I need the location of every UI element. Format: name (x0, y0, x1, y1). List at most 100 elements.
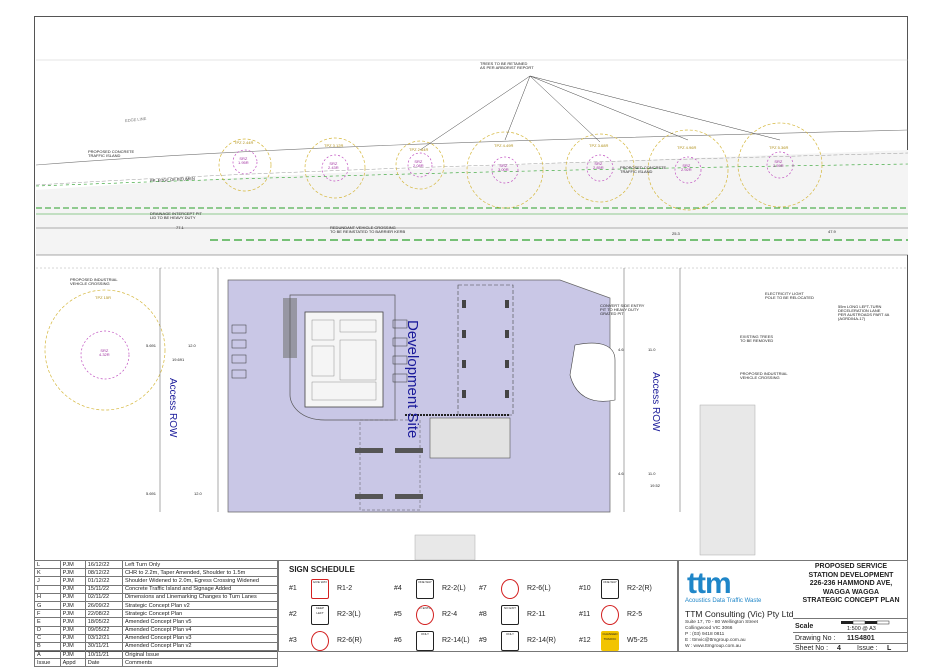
sign-code: R2-3(L) (337, 611, 361, 618)
dimension-label: 47.9 (828, 229, 836, 234)
revision-issue: H (34, 592, 61, 602)
revision-date: 09/05/22 (84, 625, 124, 635)
left-turn-lane-note: 55m LONG LEFT-TURN DECELERATION LANE PER… (838, 304, 890, 321)
revision-comment: Amended Concept Plan v2 (122, 641, 278, 652)
sign-symbol-icon: NO EXIT (501, 605, 519, 625)
sign-number: #10 (579, 585, 591, 592)
sign-code: R2-11 (527, 611, 546, 618)
sign-code: W5-25 (627, 637, 648, 644)
address-line: E : ttmvic@ttmgroup.com.au (685, 638, 746, 643)
tree-tpz-label: TPZ 15R (95, 295, 112, 300)
road-area (36, 150, 908, 255)
sign-code: R2-2(L) (442, 585, 466, 592)
address-line: P : (03) 9418 0811 (685, 632, 725, 637)
access-row-left-label: Access ROW (167, 378, 178, 438)
drawing-no-label: Drawing No : (795, 635, 836, 642)
revision-comment: Strategic Concept Plan (122, 609, 278, 619)
revision-date: 16/12/22 (84, 559, 124, 570)
sign-code: R2-2(R) (627, 585, 652, 592)
revision-approved: PJM (59, 633, 86, 643)
revision-comment: Strategic Concept Plan v2 (122, 600, 278, 611)
fuel-bowsers (462, 300, 509, 398)
tree-tpz-label: TPZ 5.36R (769, 145, 789, 150)
revision-issue: D (34, 625, 61, 635)
tree-tpz-label: TPZ 4.49R (494, 143, 514, 148)
tree-srz-label: SRZ 1.95R (238, 156, 249, 165)
dimension-label: 11.0 (648, 347, 656, 352)
tree-srz-label: SRZ 2.08R (413, 159, 424, 168)
site-plan (35, 59, 909, 560)
revision-approved: PJM (59, 576, 86, 586)
sign-symbol-icon: KEEP LEFT (311, 605, 329, 625)
revision-comment: Original Issue (122, 650, 278, 660)
revision-date: 02/11/22 (84, 592, 124, 602)
revision-issue: E (34, 617, 61, 627)
revision-date: 10/11/21 (84, 650, 124, 660)
revision-approved: PJM (59, 592, 86, 602)
service-station-building (304, 311, 384, 408)
dimension-label: 25.3 (672, 231, 680, 236)
sign-symbol-icon (311, 631, 329, 651)
revision-comment: Amended Concept Plan v3 (122, 633, 278, 643)
dimension-label: 19.52 (650, 483, 661, 488)
sign-number: #4 (394, 585, 402, 592)
sign-number: #6 (394, 637, 402, 644)
road-centreline (35, 152, 909, 186)
revision-approved: PJM (59, 568, 86, 578)
dimension-label: 5.691 (146, 491, 157, 496)
sign-number: #3 (289, 637, 297, 644)
sign-code: R2-14(R) (527, 637, 556, 644)
sign-schedule-title: SIGN SCHEDULE (289, 565, 355, 574)
revision-comment: Amended Concept Plan v5 (122, 617, 278, 627)
scale-bar (841, 620, 890, 625)
project-title: PROPOSED SERVICE STATION DEVELOPMENT 226… (802, 563, 900, 604)
trees-retained-note: TREES TO BE RETAINED AS PER ARBORIST REP… (480, 61, 534, 70)
truck-fuel-area (359, 419, 421, 511)
sign-symbol-icon: ONE WAY (601, 579, 619, 599)
tree-leader-lines (419, 75, 781, 151)
dimension-label: 77.1 (176, 225, 184, 230)
right-landscape-island (569, 342, 616, 402)
dimension-label: 12.0 (188, 343, 196, 348)
sign-code: R2-14(L) (442, 637, 470, 644)
tree-srz-label: SRZ 2.43R (328, 161, 339, 170)
scale-value: 1:500 @ A3 (847, 626, 876, 632)
revision-issue: B (34, 641, 61, 652)
issue-label: Issue : (857, 645, 878, 652)
divider (793, 632, 907, 633)
traffic-island-right-note: PROPOSED CONCRETE TRAFFIC ISLAND (620, 165, 667, 174)
sign-symbol-icon (601, 605, 619, 625)
parking-bays (231, 319, 408, 383)
dimension-label: 4.6 (618, 471, 624, 476)
address-line: Suite 17, 70 - 80 Wellington Street (685, 620, 758, 625)
sign-number: #11 (579, 611, 591, 618)
issue-value: L (887, 645, 892, 652)
revision-issue: I (34, 584, 61, 594)
road-edge-north (35, 129, 909, 166)
company-tagline: Acoustics Data Traffic Waste (685, 598, 762, 604)
sign-symbol-icon: CHANGED TRAFFIC (601, 631, 619, 651)
sign-symbol-icon (501, 579, 519, 599)
truck-bowsers (355, 448, 423, 499)
ttm-logo: ttm (687, 567, 732, 600)
sign-number: #2 (289, 611, 297, 618)
sign-symbol-icon: ONE WAY (416, 579, 434, 599)
revision-comment: Shoulder Widened to 2.0m, Egress Crossin… (122, 576, 278, 586)
revision-comment: Dimensions and Linemarking Changes to Tu… (122, 592, 278, 602)
revision-comment: CHR to 2.2m, Taper Amended, Shoulder to … (122, 568, 278, 578)
development-site-label: Development Site (404, 320, 421, 439)
dimension-label: 12.0 (194, 491, 202, 496)
structural-root-zones (80, 149, 794, 380)
industrial-crossing-left-note: PROPOSED INDUSTRIAL VEHICLE CROSSING (70, 277, 118, 286)
